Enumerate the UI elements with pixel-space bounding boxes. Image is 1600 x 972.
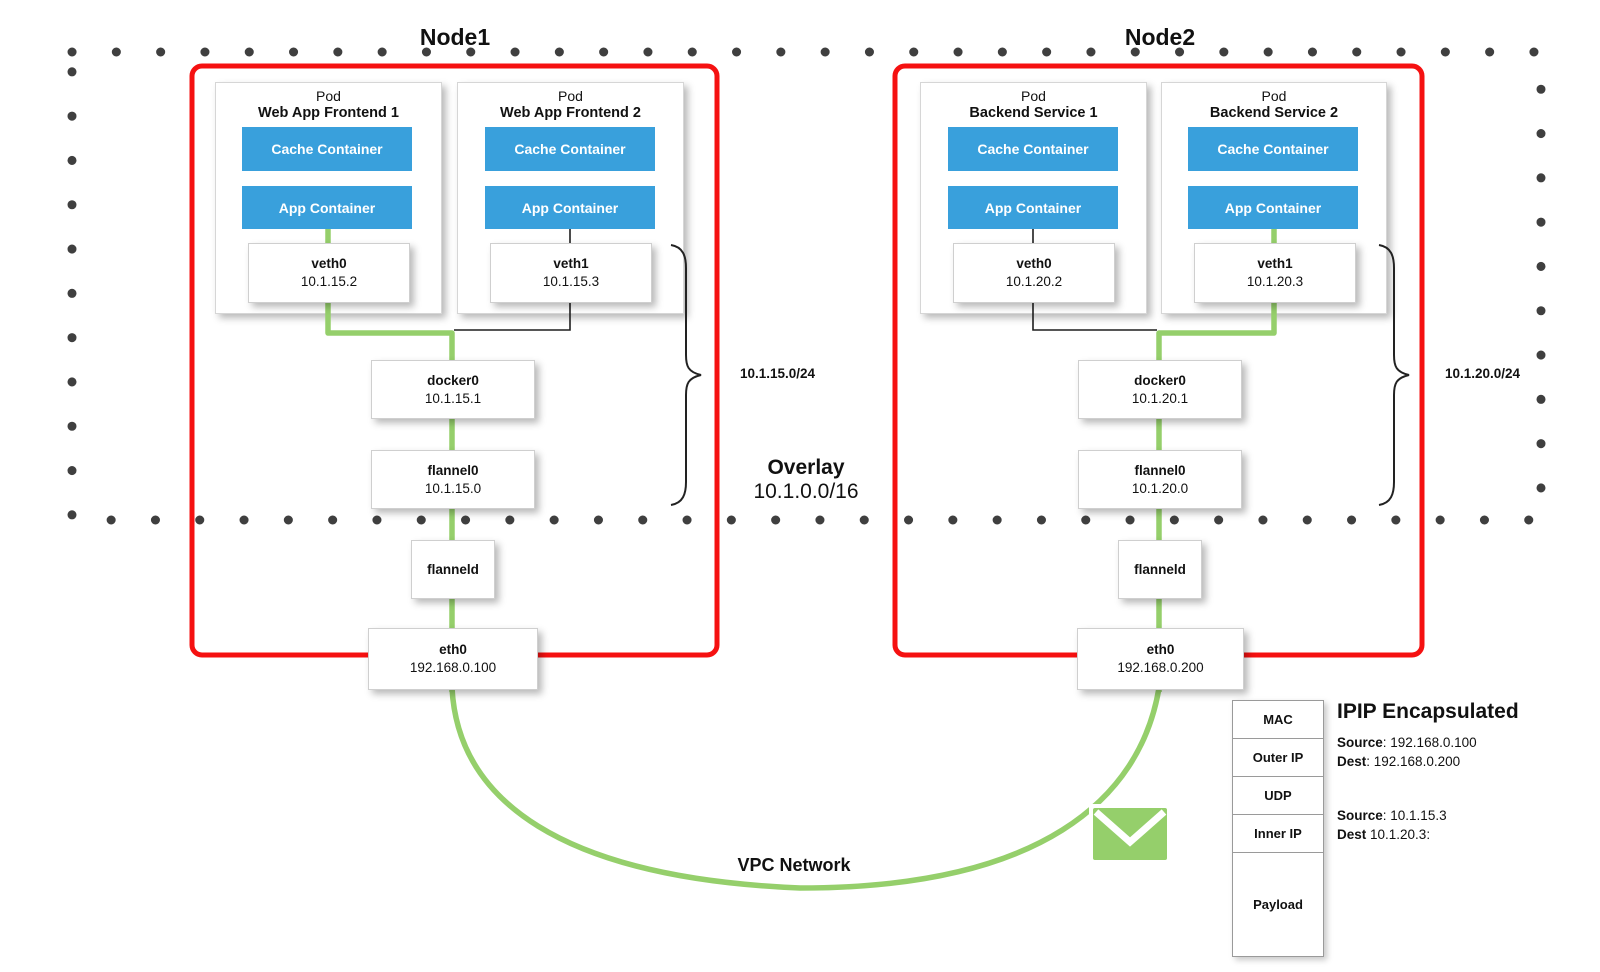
packet-stack: MAC Outer IP UDP Inner IP Payload [1232,700,1324,957]
outer-dest-line: Dest: 192.168.0.200 [1337,752,1477,771]
flannel0-box-node2: flannel0 10.1.20.0 [1078,450,1242,509]
iface-name: eth0 [439,642,467,657]
inner-source-line: Source: 10.1.15.3 [1337,806,1447,825]
iface-ip: 10.1.15.1 [424,390,482,406]
inner-dest-label: Dest [1337,827,1367,842]
iface-name: flannel0 [427,462,479,478]
iface-name: veth0 [1016,256,1052,271]
mail-icon-flap [1093,809,1167,847]
container-label: Cache Container [514,141,626,157]
iface-ip: 10.1.20.2 [1005,274,1063,289]
iface-name: veth1 [1257,256,1293,271]
overlay-cidr: 10.1.0.0/16 [753,480,859,503]
packet-outer-info: Source: 192.168.0.100 Dest: 192.168.0.20… [1337,733,1477,771]
app-container-node1-pod1: App Container [242,186,412,229]
inner-source-label: Source [1337,808,1383,823]
overlay-label: Overlay 10.1.0.0/16 [753,456,858,504]
eth0-box-node2: eth0 192.168.0.200 [1077,628,1244,690]
outer-source-label: Source [1337,735,1383,750]
inner-source-value: : 10.1.15.3 [1382,808,1447,823]
outer-source-value: : 192.168.0.100 [1382,735,1477,750]
veth-box-node2-pod1: veth0 10.1.20.2 [953,243,1115,303]
iface-ip: 10.1.15.0 [424,480,482,496]
packet-title: IPIP Encapsulated [1337,700,1519,723]
iface-name: veth1 [553,256,589,271]
cache-container-node2-pod2: Cache Container [1188,127,1358,171]
daemon-name: flanneld [427,561,479,577]
container-label: Cache Container [271,141,383,157]
node2-title: Node2 [1124,24,1196,50]
app-container-node2-pod2: App Container [1188,186,1358,229]
node1-title: Node1 [419,24,491,50]
packet-layer-outer-ip: Outer IP [1233,739,1323,777]
iface-name: veth0 [311,256,347,271]
iface-ip: 10.1.15.3 [542,274,600,289]
app-container-node2-pod1: App Container [948,186,1118,229]
pod-kind-label: Pod [558,88,583,104]
outer-dest-value: : 192.168.0.200 [1366,754,1461,769]
veth-box-node1-pod2: veth1 10.1.15.3 [490,243,652,303]
iface-ip: 192.168.0.200 [1117,660,1204,675]
flanneld-box-node1: flanneld [411,540,495,599]
flanneld-box-node2: flanneld [1118,540,1202,599]
outer-dest-label: Dest [1337,754,1367,769]
container-label: App Container [1224,199,1322,216]
cache-container-node1-pod2: Cache Container [485,127,655,171]
cache-container-node1-pod1: Cache Container [242,127,412,171]
iface-name: docker0 [1134,372,1186,388]
vpc-arc [449,687,1162,891]
flannel0-box-node1: flannel0 10.1.15.0 [371,450,535,509]
subnet-brace-node1 [670,244,702,506]
pod-kind-label: Pod [1021,88,1046,104]
iface-ip: 10.1.15.2 [300,274,358,289]
container-label: Cache Container [977,141,1089,157]
subnet-brace-node2 [1378,244,1410,506]
iface-ip: 10.1.20.1 [1131,390,1189,406]
pod-name-label: Web App Frontend 1 [258,105,399,121]
cache-container-node2-pod1: Cache Container [948,127,1118,171]
veth-box-node2-pod2: veth1 10.1.20.3 [1194,243,1356,303]
docker0-box-node1: docker0 10.1.15.1 [371,360,535,419]
iface-name: flannel0 [1134,462,1186,478]
iface-ip: 10.1.20.3 [1246,274,1304,289]
iface-ip: 192.168.0.100 [409,660,497,675]
packet-layer-inner-ip: Inner IP [1233,815,1323,853]
inner-dest-line: Dest 10.1.20.3: [1337,825,1447,844]
container-label: App Container [984,199,1082,216]
iface-name: docker0 [427,372,479,388]
eth0-box-node1: eth0 192.168.0.100 [368,628,538,690]
packet-layer-payload: Payload [1253,897,1303,912]
container-label: App Container [278,199,376,216]
inner-dest-value: 10.1.20.3: [1366,827,1431,842]
pod-name-label: Backend Service 1 [969,105,1098,121]
iface-ip: 10.1.20.0 [1131,480,1189,496]
daemon-name: flanneld [1134,561,1186,577]
container-label: Cache Container [1217,141,1329,157]
veth-box-node1-pod1: veth0 10.1.15.2 [248,243,410,303]
overlay-title: Overlay [767,456,845,479]
subnet-label-node1: 10.1.15.0/24 [740,366,816,381]
outer-source-line: Source: 192.168.0.100 [1337,733,1477,752]
mail-icon-body [1093,808,1167,860]
mail-icon [1089,804,1171,864]
subnet-label-node2: 10.1.20.0/24 [1445,366,1521,381]
vpc-network-label: VPC Network [737,855,851,875]
app-container-node1-pod2: App Container [485,186,655,229]
pod-name-label: Web App Frontend 2 [500,105,641,121]
pod-kind-label: Pod [1261,88,1287,104]
docker0-box-node2: docker0 10.1.20.1 [1078,360,1242,419]
packet-inner-info: Source: 10.1.15.3 Dest 10.1.20.3: [1337,806,1447,844]
packet-layer-mac: MAC [1233,701,1323,739]
iface-name: eth0 [1146,642,1175,657]
pod-name-label: Backend Service 2 [1209,105,1339,121]
pod-kind-label: Pod [316,88,341,104]
packet-layer-udp: UDP [1233,777,1323,815]
container-label: App Container [521,199,619,216]
